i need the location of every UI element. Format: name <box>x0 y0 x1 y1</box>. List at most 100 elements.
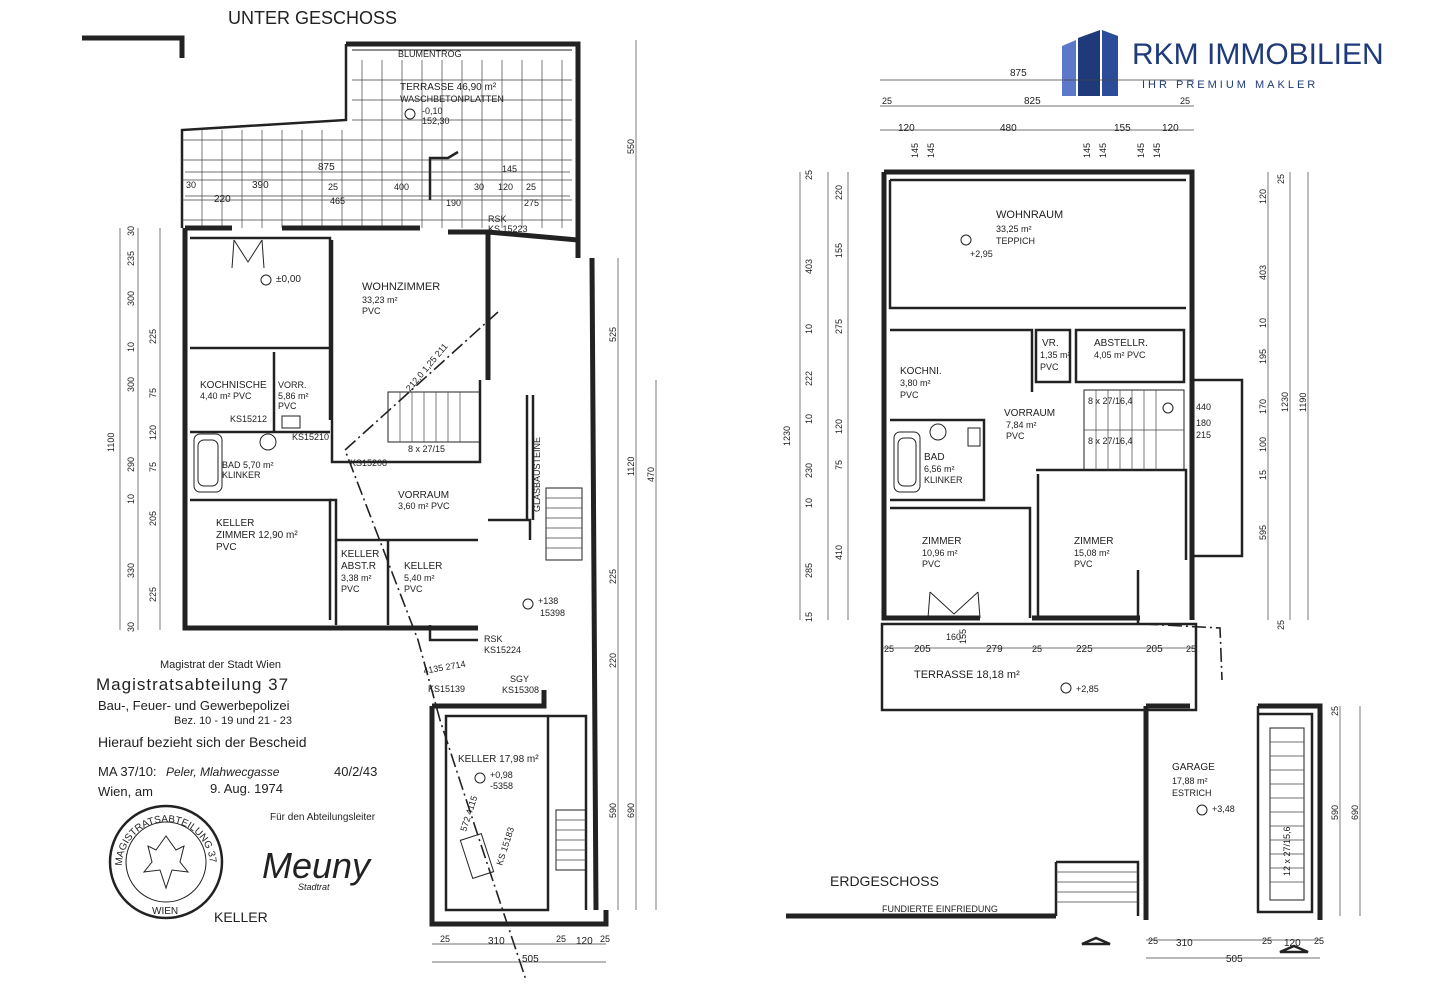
left-dimension-lines <box>119 40 657 963</box>
level-15398: 15398 <box>540 608 565 618</box>
dim-top: 25 <box>526 182 536 192</box>
logo-bar-3-icon <box>1102 30 1118 96</box>
dim-left: 75 <box>148 462 158 472</box>
dim-terrasse: 225 <box>1076 644 1093 655</box>
dim-top: 120 <box>1162 123 1179 134</box>
dim-right: 1230 <box>1280 392 1290 412</box>
seal-bottom-text: WIEN <box>152 906 178 917</box>
dim-right: 403 <box>1258 265 1268 280</box>
rsk-top: RSK <box>488 214 507 224</box>
dim-left: 10 <box>804 414 814 424</box>
dim-right: 10 <box>1258 318 1268 328</box>
keller-small-line-3: PVC <box>404 584 423 594</box>
dim-terrasse: 205 <box>1146 644 1163 655</box>
official-seal-icon <box>108 804 224 920</box>
kochni-name: KOCHNI. <box>900 366 942 377</box>
wohnraum-level: +2,95 <box>970 249 993 259</box>
dim-right: 25 <box>1276 174 1286 184</box>
dim-top: 120 <box>898 123 915 134</box>
kanal-label-2: 4135 2714 <box>423 659 467 676</box>
inspection-shaft-icon <box>459 832 495 880</box>
right-walls <box>786 169 1323 954</box>
zimmer1-floor: PVC <box>922 559 941 569</box>
stamp-signature: Meuny <box>262 845 372 886</box>
dim-left: 235 <box>126 251 136 266</box>
dim-top: 145 <box>1152 143 1162 158</box>
dim-left: 220 <box>834 185 844 200</box>
brand-logo: RKM IMMOBILIEN IHR PREMIUM MAKLER <box>1062 30 1384 96</box>
dim-top: 825 <box>1024 96 1041 107</box>
wc-icon <box>967 427 981 447</box>
dim-top: 145 <box>910 143 920 158</box>
kanal-label-1: 212,0 1,25 211 <box>404 341 450 393</box>
entrance-arrow-icon <box>1081 936 1309 954</box>
stamp-fuer: Für den Abteilungsleiter <box>270 812 376 823</box>
dim-top: 25 <box>1180 96 1190 106</box>
seal-outer-text: MAGISTRATSABTEILUNG 37 <box>114 814 218 866</box>
level-marker-icon <box>522 598 534 610</box>
stamp-wien-am: Wien, am <box>98 784 153 799</box>
kanal-label-3: 572 4115 <box>458 794 479 832</box>
dim-right: 595 <box>1258 525 1268 540</box>
dim-left: 10 <box>126 494 136 504</box>
vorraum-area: 3,60 m² PVC <box>398 501 450 511</box>
dim-bottom: 120 <box>1284 938 1301 949</box>
bad-floor-eg: KLINKER <box>924 475 963 485</box>
stamp-polizei: Bau-, Feuer- und Gewerbepolizei <box>98 698 290 713</box>
dim-left: 1100 <box>106 433 116 452</box>
left-walls <box>182 225 609 927</box>
dim-left: 30 <box>126 622 136 632</box>
dim-left: 25 <box>804 170 814 180</box>
bathtub-icon <box>893 431 921 493</box>
seal-outer-textpath: MAGISTRATSABTEILUNG 37 <box>114 814 218 866</box>
dim-top: 145 <box>1082 143 1092 158</box>
wc-icon <box>281 415 301 429</box>
dim-left: 120 <box>148 425 158 440</box>
dim-bottom: 25 <box>1314 936 1324 946</box>
keller-small-line-1: KELLER <box>404 561 442 572</box>
dim-bottom: 25 <box>600 934 610 944</box>
dim-left: 275 <box>834 319 844 334</box>
dim-top: 155 <box>1114 123 1131 134</box>
bad-floor: KLINKER <box>222 470 261 480</box>
dim-top: 30 <box>474 182 484 192</box>
dim-top: 400 <box>394 182 409 192</box>
dim-left: 155 <box>834 243 844 258</box>
dim-left: 10 <box>804 324 814 334</box>
dim-top: 30 <box>186 180 196 190</box>
dim-top: 145 <box>1136 143 1146 158</box>
kochni-area: 3,80 m² <box>900 378 931 388</box>
wohnraum-floor: TEPPICH <box>996 236 1035 246</box>
stairs-label: 8 x 27/15 <box>408 444 445 454</box>
dim-top: 465 <box>330 196 345 206</box>
dim-left: 205 <box>148 511 158 526</box>
stamp-ma-value: Peler, Mlahwecgasse <box>166 765 280 779</box>
side-215: 215 <box>1196 430 1211 440</box>
keller-zimmer-line-3: PVC <box>216 542 237 553</box>
level-marker-icon <box>960 234 972 246</box>
dim-left: 10 <box>126 342 136 352</box>
dim-bottom: 505 <box>522 954 539 965</box>
dim-bottom: 310 <box>488 936 505 947</box>
left-footer-label: KELLER <box>214 909 268 925</box>
dim-right: 25 <box>1330 706 1340 716</box>
zimmer1-area: 10,96 m² <box>922 548 958 558</box>
ks15212: KS15212 <box>230 414 267 424</box>
right-dimension-text: 875 25 825 25 120 480 155 120 145 145 14… <box>782 68 1360 965</box>
left-stairs: 8 x 27/15 GLASBAUSTEINE <box>387 391 587 871</box>
stamp-ma-label: MA 37/10: <box>98 764 157 779</box>
stamp-ma-number: 40/2/43 <box>334 764 377 779</box>
level-138: +138 <box>538 596 558 606</box>
dim-left: 330 <box>126 563 136 578</box>
left-sewer-line <box>344 311 527 981</box>
dim-bottom: 25 <box>556 934 566 944</box>
ks-mid: KS15224 <box>484 645 521 655</box>
wohnzimmer-name: WOHNZIMMER <box>362 281 440 293</box>
wohnraum-area: 33,25 m² <box>996 224 1032 234</box>
level-marker-icon <box>1060 682 1072 694</box>
dim-left: 290 <box>126 457 136 472</box>
stamp-magistrat: Magistrat der Stadt Wien <box>160 659 281 671</box>
keller-abstr-line-4: PVC <box>341 584 360 594</box>
dim-terrasse: 155 <box>958 629 968 644</box>
